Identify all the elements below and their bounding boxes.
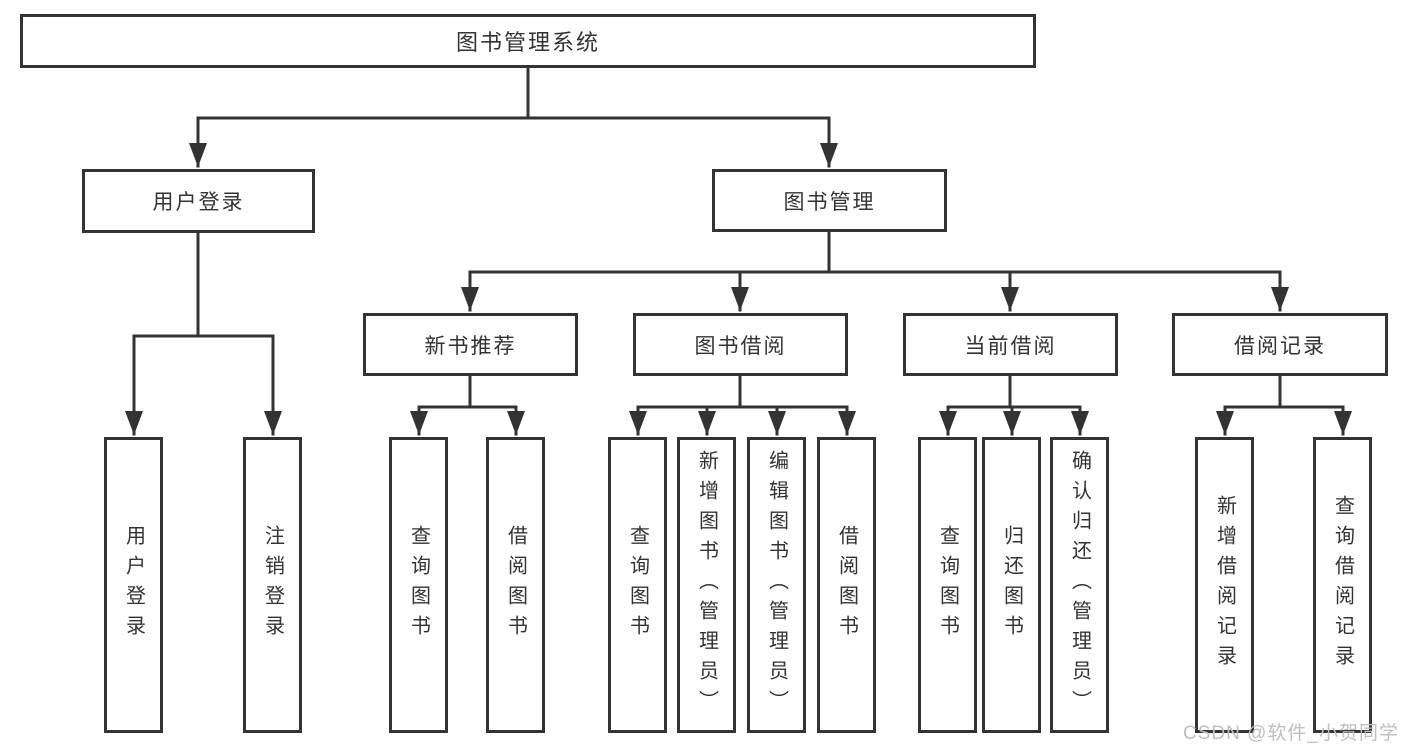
node-user-login: 用户登录	[82, 169, 315, 233]
node-book-management: 图书管理	[712, 169, 947, 232]
leaf-label: 查询图书	[626, 525, 649, 645]
leaf-add-book-admin: 新增图书（管理员）	[677, 437, 736, 733]
leaf-confirm-return-admin: 确认归还（管理员）	[1050, 437, 1109, 733]
leaf-label: 借阅图书	[504, 525, 527, 645]
csdn-watermark: CSDN @软件_小贺同学	[1183, 723, 1399, 744]
leaf-query-books-current: 查询图书	[918, 437, 977, 733]
leaf-return-book: 归还图书	[982, 437, 1041, 733]
leaf-label: 注销登录	[261, 525, 284, 645]
leaf-label: 编辑图书（管理员）	[765, 450, 788, 720]
leaf-label: 确认归还（管理员）	[1068, 450, 1091, 720]
node-root-system: 图书管理系统	[20, 14, 1036, 68]
leaf-logout: 注销登录	[243, 437, 302, 733]
leaf-borrow-books: 借阅图书	[817, 437, 876, 733]
node-borrow-records: 借阅记录	[1172, 313, 1388, 376]
leaf-label: 借阅图书	[835, 525, 858, 645]
node-current-borrowing: 当前借阅	[903, 313, 1118, 376]
leaf-label: 查询图书	[407, 525, 430, 645]
leaf-edit-book-admin: 编辑图书（管理员）	[747, 437, 806, 733]
node-new-book-recommend: 新书推荐	[363, 313, 578, 376]
leaf-add-borrow-record: 新增借阅记录	[1195, 437, 1254, 733]
node-book-borrowing: 图书借阅	[633, 313, 848, 376]
leaf-query-borrow-record: 查询借阅记录	[1313, 437, 1372, 733]
leaf-label: 查询借阅记录	[1331, 495, 1354, 675]
leaf-label: 归还图书	[1000, 525, 1023, 645]
leaf-query-books-recommend: 查询图书	[389, 437, 448, 733]
leaf-user-login: 用户登录	[104, 437, 163, 733]
leaf-borrow-books-recommend: 借阅图书	[486, 437, 545, 733]
leaf-label: 查询图书	[936, 525, 959, 645]
leaf-query-books-borrowing: 查询图书	[608, 437, 667, 733]
leaf-label: 新增图书（管理员）	[695, 450, 718, 720]
leaf-label: 新增借阅记录	[1213, 495, 1236, 675]
leaf-label: 用户登录	[122, 525, 145, 645]
